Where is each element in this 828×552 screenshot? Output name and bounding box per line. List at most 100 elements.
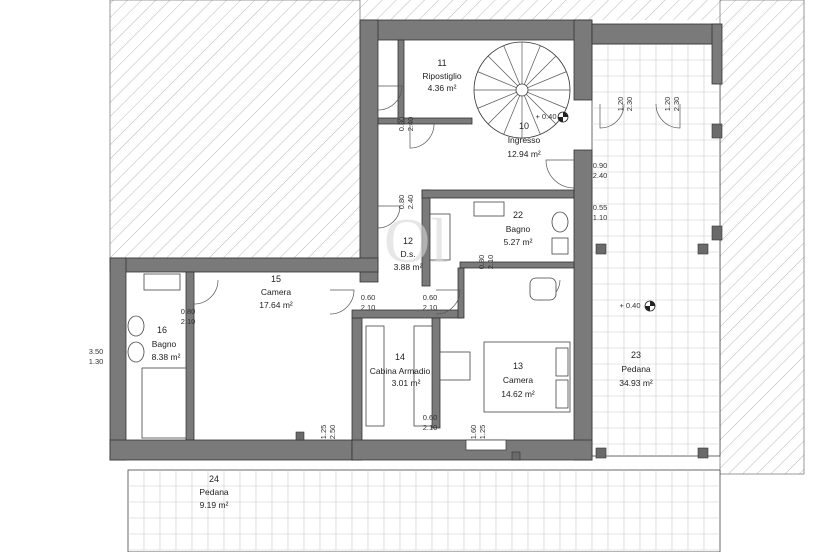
toilet-bagno16: [127, 315, 145, 337]
door-main-entry: [545, 159, 575, 189]
dim-outer-bottom: 1.30: [89, 357, 104, 366]
dim-ds-top: 0.80: [397, 195, 406, 210]
wall-ripostiglio-left: [397, 39, 405, 125]
stair-tread: [527, 91, 567, 109]
wall-left-wing-left: [109, 257, 127, 461]
stair-tread: [503, 95, 521, 135]
hatch-area-top: [360, 0, 720, 20]
room-24-name: Pedana: [199, 487, 229, 497]
room-11: 11 Ripostiglio 4.36 m²: [422, 58, 461, 93]
room-10-name: Ingresso: [508, 135, 541, 145]
room-22: 22 Bagno 5.27 m²: [504, 210, 533, 247]
room-15: 15 Camera 17.64 m²: [259, 274, 293, 310]
dim-bagno22-top: 0.80: [477, 255, 486, 270]
toilet-bagno22: [551, 211, 569, 233]
post-7: [295, 431, 305, 441]
dim-window-bottom: 1.10: [593, 213, 608, 222]
dim-terrace-door-left-top: 1.20: [616, 97, 625, 112]
room-13: 13 Camera 14.62 m²: [501, 361, 535, 399]
bidet-bagno22: [551, 237, 569, 255]
terrace-posts: [295, 123, 723, 461]
stair-tread: [523, 45, 541, 85]
shower-bagno22: [429, 213, 451, 261]
door-terrace-left: [599, 103, 625, 129]
stair-tread: [477, 71, 517, 89]
room-12: 12 D.s. 3.88 m²: [394, 236, 423, 272]
armchair: [529, 277, 557, 301]
shower-bagno16: [141, 367, 187, 439]
room-22-area: 5.27 m²: [504, 237, 533, 247]
door-ingresso-left: [377, 85, 403, 111]
pillow-right: [555, 379, 569, 409]
stair-tread: [525, 55, 557, 87]
room-24-number: 24: [209, 474, 219, 484]
room-16-name: Bagno: [152, 339, 177, 349]
post-3: [711, 123, 723, 139]
wall-right-mid: [573, 149, 593, 461]
room-11-name: Ripostiglio: [422, 71, 461, 81]
pillow-left: [555, 347, 569, 377]
dim-bagno22-bottom: 2.10: [486, 255, 495, 270]
wall-right-upper: [573, 19, 593, 101]
room-14-area: 3.01 m²: [392, 378, 421, 388]
desk-camera13: [439, 351, 471, 381]
terrace-24-floor: [127, 469, 721, 552]
wall-top: [359, 19, 593, 41]
dim-terrace-door-left-bottom: 2.30: [625, 97, 634, 112]
door-ds: [377, 205, 401, 229]
dim-ingresso-top: 0.80: [397, 117, 406, 132]
wall-camera15-right: [351, 317, 363, 461]
stair-tread: [477, 91, 517, 109]
room-23-area: 34.93 m²: [619, 378, 653, 388]
dim-bagno16-bottom: 2.10: [181, 317, 196, 326]
post-5: [595, 447, 607, 459]
post-8: [511, 451, 521, 461]
dim-ds-bottom: 2.40: [406, 195, 415, 210]
wall-cabina-right: [431, 317, 441, 429]
level-text-ingresso: + 0.40: [535, 112, 556, 121]
dim-cabina-bottom: 2.10: [423, 423, 438, 432]
room-12-area: 3.88 m²: [394, 262, 423, 272]
room-16-number: 16: [157, 325, 167, 335]
bottom-terrace: [127, 469, 721, 552]
post-2: [697, 243, 709, 255]
spiral-staircase: [473, 41, 571, 139]
room-10-area: 12.94 m²: [507, 149, 541, 159]
room-23-name: Pedana: [621, 364, 651, 374]
watermark: Ol: [384, 205, 448, 276]
stair-tread: [487, 93, 519, 125]
wall-camera13-left: [457, 267, 465, 319]
sink-bagno16: [143, 273, 181, 291]
dim-corridor-bottom: 2.10: [423, 303, 438, 312]
door-terrace-right: [655, 103, 681, 129]
door-camera15: [329, 289, 355, 315]
stair-tread: [487, 55, 519, 87]
stair-tread: [525, 93, 557, 125]
wall-ripostiglio-bottom: [377, 117, 473, 125]
dim-ingresso-bottom: 2.40: [406, 117, 415, 132]
dim-camera15-bottom: 2.10: [361, 303, 376, 312]
hatch-area-right: [719, 0, 805, 475]
dim-cabina-top: 0.60: [423, 413, 438, 422]
walls: [109, 19, 723, 461]
dim-entry-top: 0.90: [593, 161, 608, 170]
dim-window-top: 0.55: [593, 203, 608, 212]
dim-camera15-top: 0.60: [361, 293, 376, 302]
post-6: [697, 447, 709, 459]
room-14-name: Cabina Armadio: [370, 366, 431, 376]
wall-bagno22-bottom: [459, 261, 575, 269]
room-13-name: Camera: [503, 375, 534, 385]
dim-entry-bottom: 2.40: [593, 171, 608, 180]
room-14: 14 Cabina Armadio 3.01 m²: [370, 352, 431, 388]
outdoor-hatch: [109, 0, 805, 475]
stair-inner: [515, 83, 529, 97]
room-13-number: 13: [513, 361, 523, 371]
room-10: 10 Ingresso 12.94 m²: [507, 121, 541, 159]
room-11-number: 11: [437, 58, 446, 68]
room-22-name: Bagno: [506, 224, 531, 234]
door-corridor-right: [435, 289, 461, 315]
door-ripostiglio: [409, 123, 435, 149]
post-4: [711, 225, 723, 241]
terrace-bench: [465, 439, 507, 451]
level-text-terrace: + 0.40: [619, 301, 640, 310]
